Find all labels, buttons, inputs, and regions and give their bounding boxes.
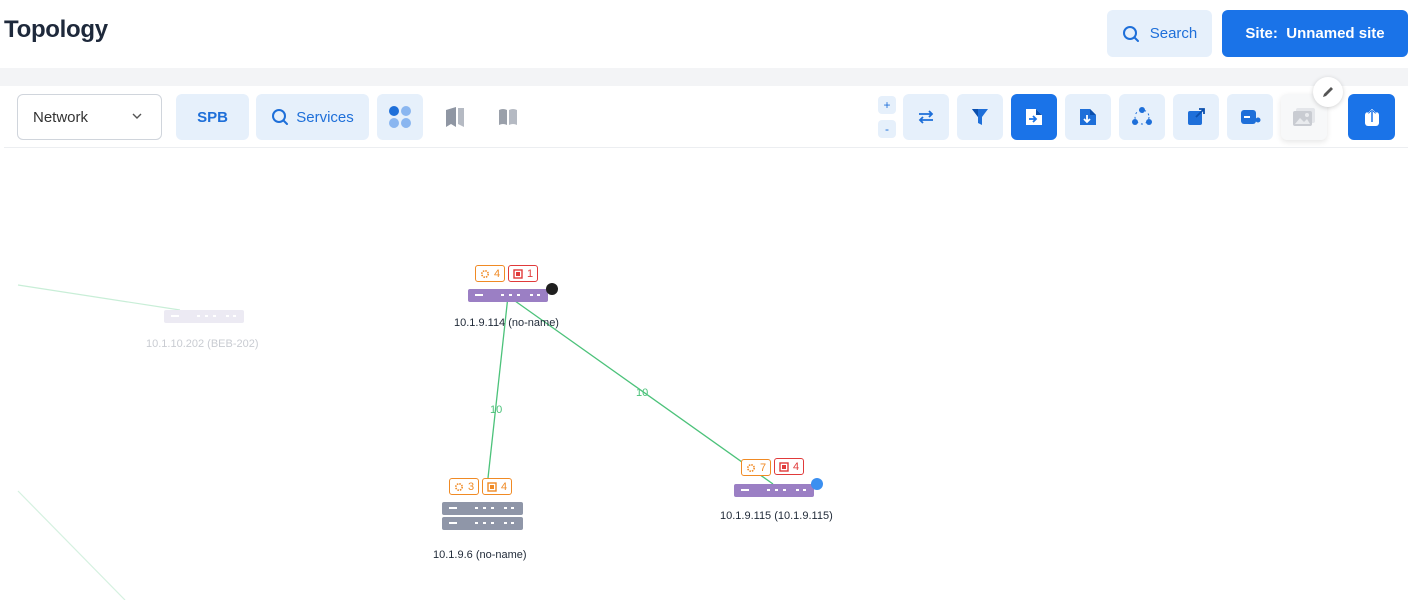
- bookmarks-icon: [446, 107, 464, 127]
- view-select-value: Network: [33, 108, 89, 126]
- image-icon: [1293, 108, 1315, 126]
- faded-link: [17, 284, 181, 311]
- error-square-icon: [779, 461, 789, 472]
- error-badge[interactable]: 1: [508, 265, 539, 282]
- node-label: 10.1.9.6 (no-name): [433, 549, 527, 561]
- header: Topology Search Site: Unnamed site: [0, 0, 1408, 68]
- warning-count: 4: [494, 267, 501, 280]
- external-link-icon: [1188, 108, 1205, 125]
- swap-layout-button[interactable]: [903, 94, 949, 140]
- spb-button[interactable]: SPB: [176, 94, 249, 140]
- warning-count: 3: [468, 480, 475, 493]
- device-switch-icon[interactable]: [164, 310, 244, 323]
- topology-canvas[interactable]: 10 10 10.1.10.202 (BEB-202) 10.1.9.114 (…: [0, 148, 1408, 600]
- filter-icon: [972, 109, 988, 125]
- download-button[interactable]: [1065, 94, 1111, 140]
- topology-panel: Network SPB Services + -: [4, 77, 1408, 600]
- services-button[interactable]: Services: [256, 94, 369, 140]
- header-divider: [0, 68, 1408, 86]
- node-label: 10.1.9.115 (10.1.9.115): [720, 510, 833, 522]
- warning-badge[interactable]: 3: [449, 478, 480, 495]
- device-stack-icon[interactable]: [442, 502, 523, 530]
- edit-background-button[interactable]: [1313, 77, 1343, 107]
- gear-warning-icon: [454, 482, 464, 491]
- topology-links-layer: [17, 283, 823, 600]
- error-square-icon: [513, 268, 523, 279]
- error-count: 4: [793, 460, 800, 473]
- warning-count: 7: [760, 461, 767, 474]
- book-icon: [499, 109, 517, 125]
- view-select[interactable]: Network: [17, 94, 162, 140]
- node-label: 10.1.9.114 (no-name): [454, 317, 559, 329]
- link-114-6[interactable]: [487, 295, 509, 479]
- gear-warning-icon: [746, 463, 756, 472]
- spb-label: SPB: [197, 108, 228, 126]
- search-icon: [1122, 25, 1139, 42]
- topology-toolbar: Network SPB Services + -: [4, 77, 1408, 148]
- gear-warning-icon: [480, 269, 490, 278]
- filter-button[interactable]: [957, 94, 1003, 140]
- link-label: 10: [636, 387, 649, 399]
- cluster-icon: [1132, 107, 1152, 125]
- warning-badge[interactable]: 4: [475, 265, 506, 282]
- search-button[interactable]: Search: [1107, 10, 1212, 57]
- status-dot: [546, 283, 558, 295]
- device-switch-icon[interactable]: [468, 289, 548, 302]
- link-label: 10: [490, 404, 503, 416]
- bookmarks-button[interactable]: [431, 94, 477, 140]
- error-badge[interactable]: 4: [482, 478, 513, 495]
- search-icon: [272, 109, 289, 125]
- import-button[interactable]: [1011, 94, 1057, 140]
- zoom-in-button[interactable]: +: [878, 96, 896, 114]
- error-square-icon: [487, 481, 497, 492]
- site-button-label: Site: Unnamed site: [1245, 25, 1385, 42]
- error-count: 4: [501, 480, 508, 493]
- pencil-icon: [1323, 87, 1333, 97]
- error-badge[interactable]: 4: [774, 458, 805, 475]
- grid-view-button[interactable]: [377, 94, 423, 140]
- upload-button[interactable]: [1348, 94, 1395, 140]
- file-import-icon: [1026, 109, 1042, 125]
- file-download-icon: [1080, 109, 1096, 125]
- grid-dots-icon: [389, 106, 411, 128]
- device-switch-icon[interactable]: [734, 484, 814, 497]
- page-title: Topology: [4, 16, 108, 43]
- zoom-controls: + -: [878, 96, 896, 138]
- cluster-button[interactable]: [1119, 94, 1165, 140]
- search-button-label: Search: [1149, 25, 1198, 42]
- swap-arrows-icon: [918, 110, 934, 124]
- link-114-115[interactable]: [507, 295, 774, 485]
- toggle-panel-button[interactable]: [1227, 94, 1273, 140]
- node-label: 10.1.10.202 (BEB-202): [146, 338, 259, 350]
- warning-badge[interactable]: 7: [741, 459, 772, 476]
- error-count: 1: [527, 267, 534, 280]
- services-label: Services: [296, 108, 354, 126]
- book-button[interactable]: [485, 94, 531, 140]
- status-dot: [811, 478, 823, 490]
- upload-icon: [1364, 107, 1379, 126]
- toggle-panel-icon: [1241, 110, 1261, 124]
- chevron-down-icon: [132, 113, 142, 119]
- open-external-button[interactable]: [1173, 94, 1219, 140]
- zoom-out-button[interactable]: -: [878, 120, 896, 138]
- faded-link: [17, 490, 126, 600]
- site-selector-button[interactable]: Site: Unnamed site: [1222, 10, 1408, 57]
